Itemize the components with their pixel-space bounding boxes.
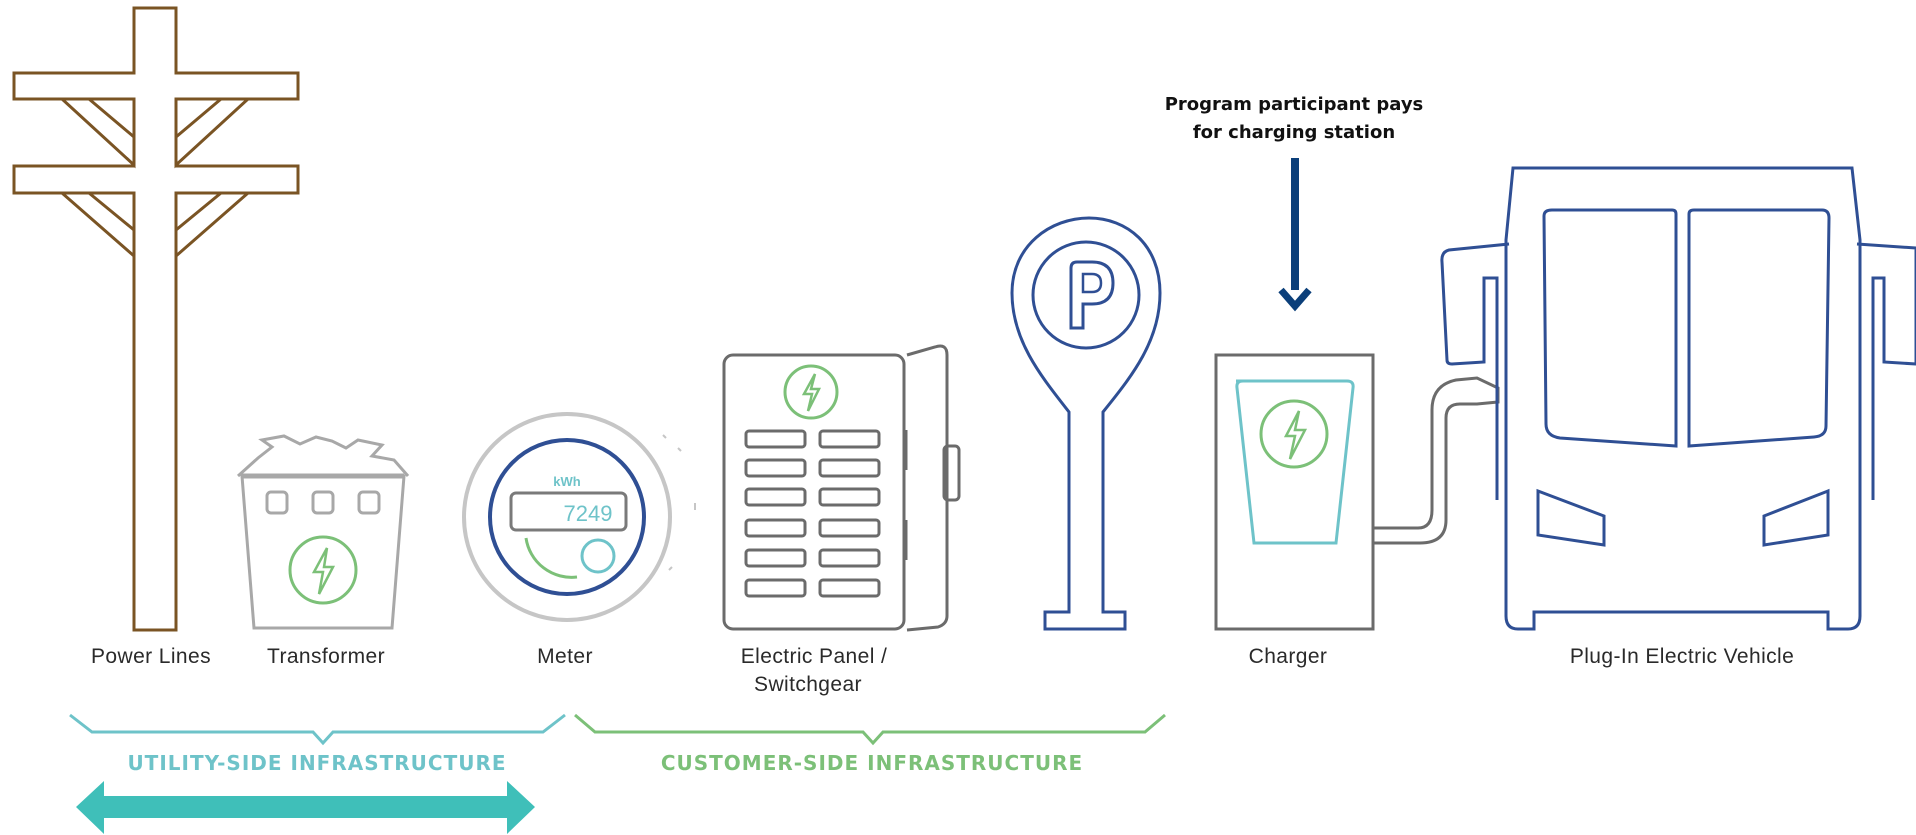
meter-icon: kWh 7249	[462, 412, 696, 622]
down-arrow-icon	[1278, 158, 1312, 312]
electric-panel-icon	[722, 344, 961, 632]
parking-sign-icon	[1010, 216, 1162, 631]
customer-side-label: CUSTOMER-SIDE INFRASTRUCTURE	[661, 751, 1083, 775]
power-pole-icon	[12, 6, 300, 632]
charger-label: Charger	[1249, 645, 1328, 668]
callout-line1: Program participant pays	[1165, 94, 1424, 115]
meter-reading: 7249	[564, 501, 613, 526]
meter-unit: kWh	[553, 474, 581, 489]
utility-bracket	[69, 713, 566, 746]
panel-label-line1: Electric Panel /	[741, 645, 887, 668]
vehicle-label: Plug-In Electric Vehicle	[1570, 645, 1794, 668]
utility-side-label: UTILITY-SIDE INFRASTRUCTURE	[127, 751, 506, 775]
transformer-bolt-icon	[288, 535, 358, 605]
customer-bracket	[574, 713, 1166, 746]
callout-line2: for charging station	[1193, 122, 1395, 143]
charger-bolt-icon	[1259, 399, 1329, 469]
double-arrow-icon	[76, 781, 535, 834]
transformer-icon	[236, 434, 410, 630]
transformer-label: Transformer	[267, 645, 385, 668]
panel-label-line2: Switchgear	[754, 673, 862, 696]
panel-bolt-icon	[783, 364, 839, 420]
meter-label: Meter	[537, 645, 593, 668]
electric-bus-icon	[1440, 166, 1916, 631]
charger-icon	[1214, 353, 1500, 631]
power-lines-label: Power Lines	[91, 645, 211, 668]
